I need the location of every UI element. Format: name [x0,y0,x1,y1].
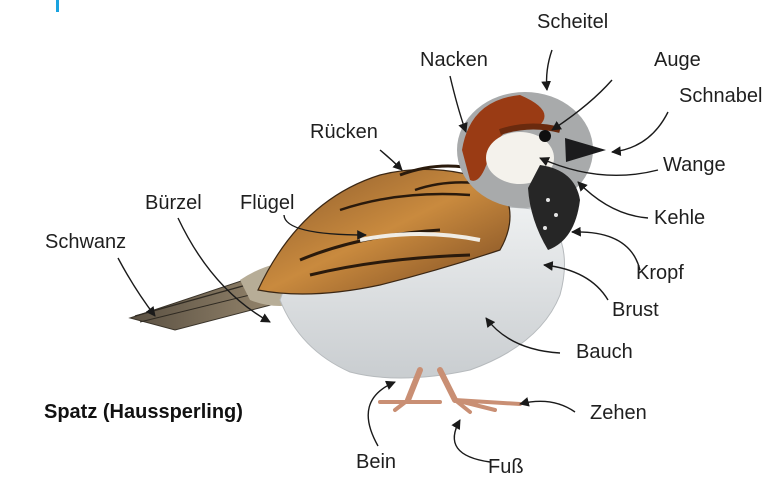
label-scheitel: Scheitel [537,12,608,32]
label-wange: Wange [663,155,726,175]
label-bauch: Bauch [576,342,633,362]
leader-ruecken [380,150,402,170]
label-brust: Brust [612,300,659,320]
diagram-title: Spatz (Haussperling) [44,401,243,424]
label-zehen: Zehen [590,403,647,423]
leader-schwanz [118,258,155,316]
leader-schnabel [612,112,668,152]
label-buerzel: Bürzel [145,193,202,213]
leader-kehle [578,182,648,218]
leader-fuss [454,420,490,462]
label-fuss: Fuß [488,457,524,477]
leader-kropf [572,232,640,270]
label-kropf: Kropf [636,263,684,283]
label-fluegel: Flügel [240,193,294,213]
label-kehle: Kehle [654,208,705,228]
leader-zehen [520,401,575,412]
leader-scheitel [547,50,552,90]
leader-nacken [450,76,466,132]
label-schwanz: Schwanz [45,232,126,252]
label-ruecken: Rücken [310,122,378,142]
label-bein: Bein [356,452,396,472]
label-schnabel: Schnabel [679,86,762,106]
label-nacken: Nacken [420,50,488,70]
leader-bein [368,382,395,446]
sparrow-eye [539,130,551,142]
label-auge: Auge [654,50,701,70]
